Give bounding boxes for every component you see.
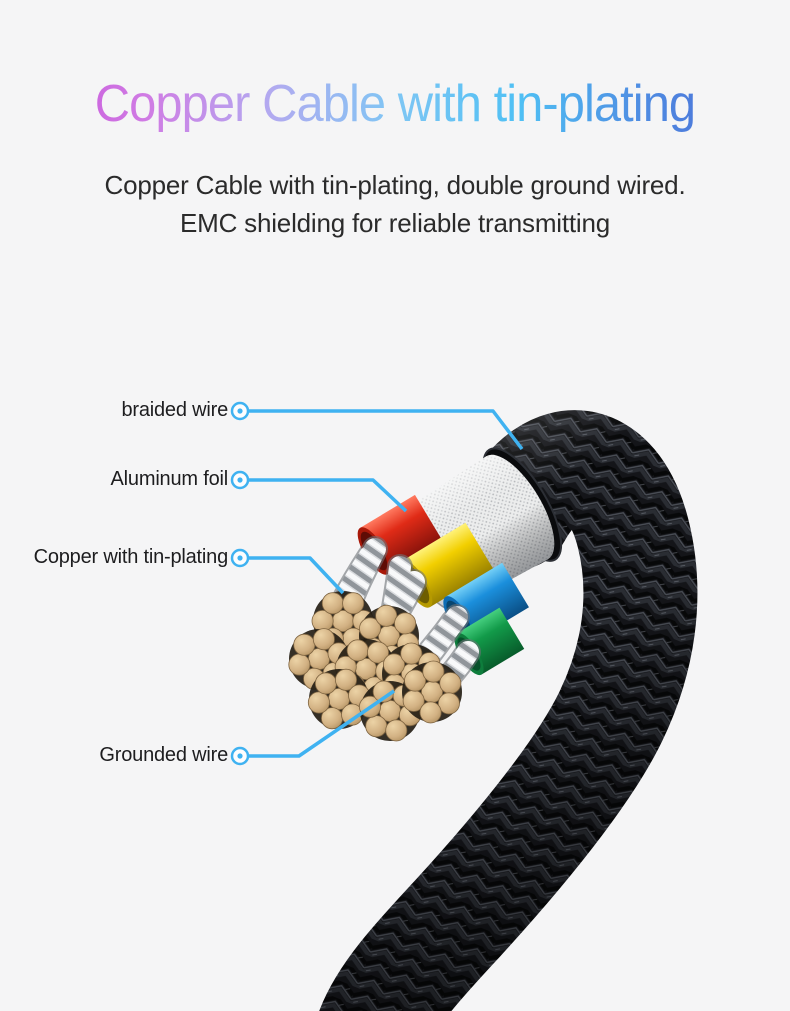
- callout-label-braided-wire: braided wire: [121, 399, 228, 421]
- callout-markers: [230, 401, 250, 766]
- page-subtitle: Copper Cable with tin-plating, double gr…: [0, 166, 790, 242]
- callout-marker-icon: [230, 746, 250, 766]
- callout-label-grounded-wire: Grounded wire: [99, 744, 228, 766]
- callout-marker-icon: [230, 548, 250, 568]
- grounded-copper-wire-bundles: [288, 591, 462, 742]
- page-title: Copper Cable with tin-plating: [24, 76, 767, 132]
- leader-line-braided-wire: [249, 409, 524, 451]
- subtitle-line-2: EMC shielding for reliable transmitting: [179, 208, 611, 238]
- leader-line-grounded-wire: [249, 689, 395, 758]
- callout-leader-lines: [249, 409, 524, 758]
- callout-marker-icon: [230, 401, 250, 421]
- leader-line-aluminum-foil: [249, 478, 408, 513]
- callout-marker-icon: [230, 470, 250, 490]
- leader-line-copper-tin: [249, 556, 345, 595]
- braided-cable-jacket: [319, 410, 698, 1011]
- callout-label-aluminum-foil: Aluminum foil: [110, 468, 229, 490]
- callout-label-copper-tin-plating: Copper with tin-plating: [33, 546, 229, 568]
- subtitle-line-1: Copper Cable with tin-plating, double gr…: [104, 170, 686, 200]
